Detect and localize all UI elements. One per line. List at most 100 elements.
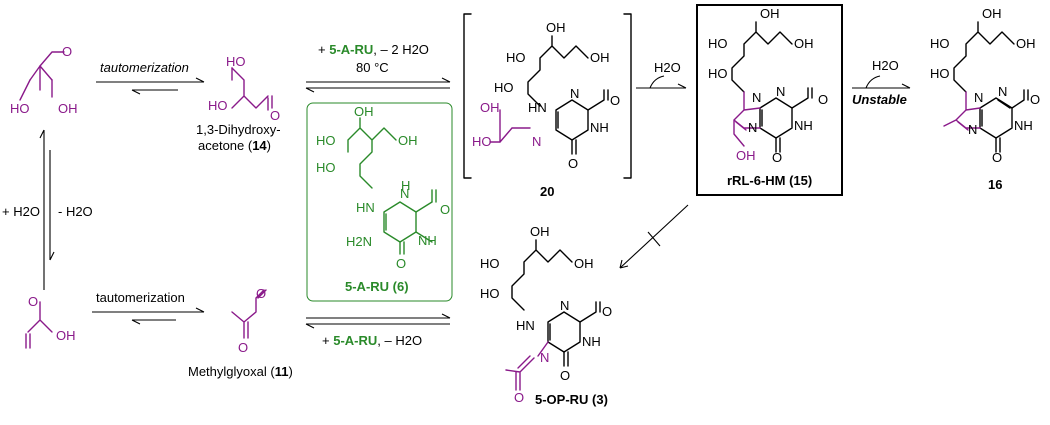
compound-label-20: 20 — [540, 184, 554, 199]
tautomerization-arrow-bottom: tautomerization — [92, 290, 205, 325]
atom-hn-20: HN — [528, 100, 547, 115]
atom-o-green-2: O — [396, 256, 406, 271]
atom-oh-20-purple: OH — [480, 100, 500, 115]
atom-oh-green-2: OH — [398, 133, 418, 148]
atom-ho-20-2: HO — [494, 80, 514, 95]
atom-o-dha: O — [270, 108, 280, 123]
dha-name-line2: acetone (14) — [198, 138, 271, 153]
tautomerization-arrow-top: tautomerization — [96, 60, 205, 95]
atom-nh-20: NH — [590, 120, 609, 135]
atom-ho-dha-top: HO — [226, 54, 246, 69]
atom-oh: OH — [58, 101, 78, 116]
5-op-ru-structure: OH HO OH HO HN N O NH O N O 5-OP-RU (3) — [480, 224, 612, 407]
atom-ho-15-2: HO — [708, 66, 728, 81]
atom-o-3-purple: O — [514, 390, 524, 405]
hydroxyacrolein-structure: O OH — [25, 294, 76, 349]
compound-label-15: rRL-6-HM (15) — [727, 173, 812, 188]
atom-nh-15: NH — [794, 118, 813, 133]
atom-ho-16-2: HO — [930, 66, 950, 81]
water-label-20: H2O — [654, 60, 681, 75]
atom-o-mg-1: O — [256, 286, 266, 301]
atom-oh-acrolein: OH — [56, 328, 76, 343]
atom-o-20-2: O — [568, 156, 578, 171]
glyceraldehyde-structure: O HO OH — [10, 44, 78, 116]
methylglyoxal-structure: O O Methylglyoxal (11) — [188, 286, 293, 379]
atom-oh-20-2: OH — [590, 50, 610, 65]
atom-n-3-imine: N — [540, 350, 549, 365]
unstable-arrow: H2O Unstable — [852, 58, 911, 107]
atom-oh-15-1: OH — [760, 6, 780, 21]
bottom-condensation-arrow: + 5-A-RU, – H2O — [305, 313, 451, 348]
atom-nh-green: NH — [418, 233, 437, 248]
atom-ho-20-purple: HO — [472, 134, 492, 149]
water-loss-arrow-20: H2O — [636, 60, 687, 89]
rrl-6-hm-box: OH HO OH HO N N O NH O N OH rRL-6-HM (15… — [696, 4, 843, 196]
minus-water-label: - H2O — [58, 204, 93, 219]
product-16-structure: OH HO OH HO N N O NH O N 16 — [930, 6, 1040, 192]
compound-label-5-a-ru: 5-A-RU (6) — [345, 279, 409, 294]
atom-n-15-3: N — [748, 120, 757, 135]
atom-n-15-1: N — [752, 90, 761, 105]
atom-o-15-2: O — [772, 150, 782, 165]
atom-n-15-2: N — [776, 84, 785, 99]
atom-ho-green-1: HO — [316, 133, 336, 148]
atom-ho-20-1: HO — [506, 50, 526, 65]
compound-label-3: 5-OP-RU (3) — [535, 392, 608, 407]
atom-oh-16-1: OH — [982, 6, 1002, 21]
tautomerization-label-bottom: tautomerization — [96, 290, 185, 305]
dihydroxyacetone-structure: HO HO O 1,3-Dihydroxy- acetone (14) — [196, 54, 281, 153]
atom-nh-3: NH — [582, 334, 601, 349]
hydration-equilibrium-arrow: + H2O - H2O — [2, 129, 93, 290]
add-water-label: + H2O — [2, 204, 40, 219]
blocked-arrow — [619, 204, 689, 269]
unstable-label: Unstable — [852, 92, 907, 107]
atom-n-20: N — [570, 86, 579, 101]
atom-n-16-2: N — [998, 84, 1007, 99]
atom-o-20-1: O — [610, 93, 620, 108]
bottom-conditions: + 5-A-RU, – H2O — [322, 333, 422, 348]
atom-oh-green-1: OH — [354, 104, 374, 119]
atom-ho-3-1: HO — [480, 256, 500, 271]
atom-n-16-3: N — [968, 122, 977, 137]
atom-oh-3-1: OH — [530, 224, 550, 239]
atom-o-green-1: O — [440, 202, 450, 217]
atom-ho-dha-left: HO — [208, 98, 228, 113]
atom-o-3-2: O — [560, 368, 570, 383]
atom-oh-3-2: OH — [574, 256, 594, 271]
top-temperature: 80 °C — [356, 60, 389, 75]
atom-h-green: H — [401, 178, 410, 193]
atom-o-3-1: O — [602, 304, 612, 319]
atom-n-16-1: N — [974, 90, 983, 105]
atom-o: O — [62, 44, 72, 59]
5-a-ru-box: OH HO OH HO HN N H O NH H2N O 5-A-RU (6) — [306, 102, 453, 302]
tautomerization-label-top: tautomerization — [100, 60, 189, 75]
atom-h2n-green: H2N — [346, 234, 372, 249]
atom-n-20-imine: N — [532, 134, 541, 149]
top-condensation-arrow: + 5-A-RU, – 2 H2O 80 °C — [305, 42, 451, 93]
atom-n-3: N — [560, 298, 569, 313]
atom-o-15-1: O — [818, 92, 828, 107]
atom-oh-15-2: OH — [794, 36, 814, 51]
atom-hn-3: HN — [516, 318, 535, 333]
atom-ho-15-1: HO — [708, 36, 728, 51]
atom-ho-16-1: HO — [930, 36, 950, 51]
atom-o-mg-2: O — [238, 340, 248, 355]
atom-ho-3-2: HO — [480, 286, 500, 301]
atom-o-acrolein: O — [28, 294, 38, 309]
water-label-15: H2O — [872, 58, 899, 73]
compound-label-16: 16 — [988, 177, 1002, 192]
atom-o-16-2: O — [992, 150, 1002, 165]
atom-nh-16: NH — [1014, 118, 1033, 133]
atom-ho-green-2: HO — [316, 160, 336, 175]
atom-oh-20-1: OH — [546, 20, 566, 35]
atom-n-green: N — [400, 186, 409, 201]
top-conditions: + 5-A-RU, – 2 H2O — [318, 42, 429, 57]
atom-hn-green: HN — [356, 200, 375, 215]
mg-name: Methylglyoxal (11) — [188, 364, 293, 379]
atom-oh-15-purple: OH — [736, 148, 756, 163]
dha-name-line1: 1,3-Dihydroxy- — [196, 122, 281, 137]
atom-ho: HO — [10, 101, 30, 116]
intermediate-20-structure: OH HO OH HO HN N O NH O OH HO N 20 — [463, 13, 632, 199]
atom-o-16-1: O — [1030, 92, 1040, 107]
